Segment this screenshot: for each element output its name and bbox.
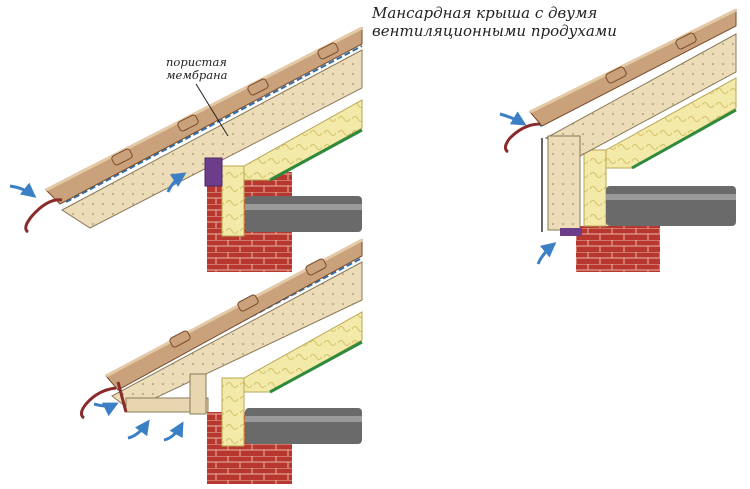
wall-insulation: [221, 165, 245, 237]
airflow-arrow-up: [536, 242, 557, 265]
vapor-barrier: [269, 340, 363, 394]
floor-slab-highlight: [245, 204, 362, 210]
airflow-arrow-in: [499, 111, 527, 126]
fascia-post: [189, 373, 207, 415]
vapor-barrier: [631, 108, 737, 170]
airflow-arrow-up: [166, 172, 187, 193]
diagram-title: Мансардная крыша с двумя вентиляционными…: [372, 4, 732, 40]
title-line-1: Мансардная крыша с двумя: [372, 4, 598, 22]
floor-slab: [245, 196, 362, 232]
airflow-arrow-in: [9, 182, 37, 198]
floor-slab-highlight: [245, 416, 362, 422]
diagram-1-eave: [9, 26, 363, 272]
membrane-label: пористая мембрана: [166, 56, 228, 82]
airflow-arrow-up-2: [163, 421, 184, 442]
fascia-flashing: [116, 381, 128, 413]
roof-tiles: [529, 8, 737, 127]
membrane-line: [65, 45, 363, 203]
wall-insulation: [583, 149, 607, 227]
membrane-pointer: [195, 83, 229, 137]
rafter: [61, 49, 363, 229]
roof-tiles: [105, 238, 363, 391]
floor-slab: [606, 186, 736, 226]
airflow-arrow-up-1: [127, 419, 150, 440]
membrane-label-line-2: мембрана: [166, 68, 228, 82]
diagram-3-eave: [499, 8, 737, 272]
diagram-2-eave: [79, 238, 363, 484]
vapor-barrier: [269, 128, 363, 182]
gutter: [503, 122, 541, 154]
fascia-board: [547, 135, 581, 231]
gutter: [79, 386, 117, 420]
wall-plate: [204, 157, 223, 187]
title-line-2: вентиляционными продухами: [372, 22, 617, 40]
brick-wall: [576, 226, 660, 272]
floor-slab-highlight: [606, 194, 736, 200]
airflow-arrow-in: [93, 402, 119, 417]
soffit-board: [125, 397, 209, 413]
floor-slab: [245, 408, 362, 444]
wall-plate: [560, 228, 582, 236]
wall-insulation: [221, 377, 245, 447]
membrane-label-line-1: пористая: [166, 55, 227, 69]
gutter: [24, 198, 63, 234]
roof-tiles: [45, 26, 363, 205]
